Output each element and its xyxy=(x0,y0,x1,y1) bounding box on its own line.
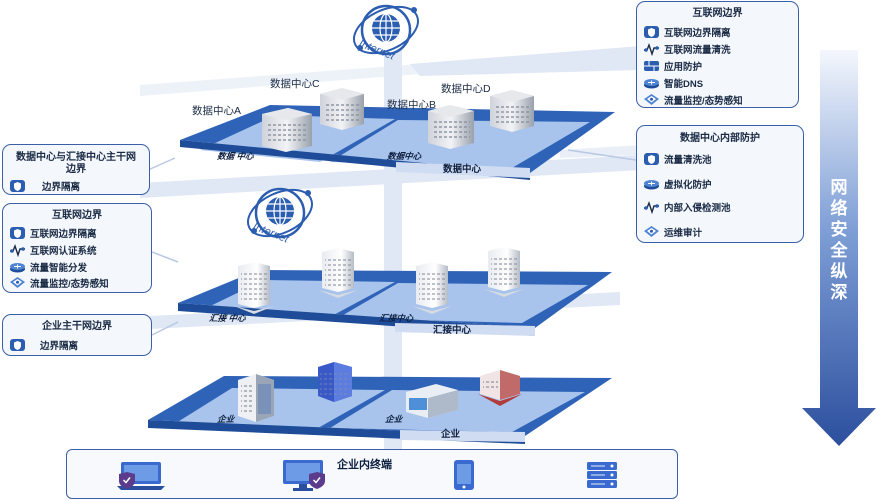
panel-item: 应用防护 xyxy=(643,58,702,74)
tablet-icon xyxy=(454,460,474,490)
panel-item: 互联网边界隔离 xyxy=(9,225,97,241)
agg-bar-label: 汇接中心 xyxy=(433,325,472,336)
shield-icon xyxy=(643,25,660,39)
router-icon xyxy=(9,260,26,274)
traffic-wave-icon xyxy=(9,243,26,257)
terminal-box-title: 企业内终端 xyxy=(337,459,392,471)
enterprise-buildings xyxy=(238,362,522,422)
monitor-icon xyxy=(9,276,26,290)
dc-d-label: 数据中心D xyxy=(441,83,491,95)
panel-title: 互联网边界 xyxy=(692,8,743,19)
enterprise-plate xyxy=(148,376,612,444)
panel-item: 流量智能分发 xyxy=(9,259,87,275)
agg-plate-left-tag: 汇接 中心 xyxy=(208,313,249,323)
panel-item: 互联网边界隔离 xyxy=(643,24,731,40)
panel-item: 流量清洗池 xyxy=(643,151,712,167)
agg-plate-right-tag: 汇接中心 xyxy=(378,313,416,323)
monitor-icon xyxy=(643,225,660,239)
panel-item: 流量监控/态势感知 xyxy=(643,92,743,108)
dc-bar-label: 数据中心 xyxy=(443,164,482,175)
panel-enterprise-backbone: 企业主干网边界 边界隔离 xyxy=(2,314,152,356)
panel-item: 边界隔离 xyxy=(9,337,78,353)
server-icon xyxy=(587,462,617,488)
panel-title: 企业主干网边界 xyxy=(42,321,112,332)
internet-globe-top-icon xyxy=(353,4,419,56)
dc-a-label: 数据中心A xyxy=(192,105,242,117)
ent-bar-label: 企业 xyxy=(441,429,461,440)
security-depth-arrow xyxy=(802,50,876,446)
shield-icon xyxy=(9,179,26,193)
aggregation-towers xyxy=(234,247,524,314)
dc-b-label: 数据中心B xyxy=(387,99,437,111)
shield-icon xyxy=(643,152,660,166)
panel-item: 流量监控/态势感知 xyxy=(9,275,109,291)
terminal-box: 企业内终端 xyxy=(66,449,678,499)
panel-item: 边界隔离 xyxy=(9,178,80,194)
panel-item: 智能DNS xyxy=(643,75,703,91)
panel-title: 数据中心内部防护 xyxy=(680,133,760,144)
panel-dc-backbone: 数据中心与汇接中心主干网边界 边界隔离 xyxy=(2,144,150,195)
shield-icon xyxy=(9,338,26,352)
datacenter-buildings xyxy=(262,88,534,152)
panel-item: 运维审计 xyxy=(643,224,702,240)
dc-plate-left-tag: 数据 中心 xyxy=(216,151,257,161)
router-icon xyxy=(643,177,660,191)
traffic-wave-icon xyxy=(643,42,660,56)
panel-internet-border-top: 互联网边界 互联网边界隔离 互联网流量清洗 应用防护 智能DNS 流量监控/态势… xyxy=(636,1,799,108)
laptop-shield-icon xyxy=(117,462,165,490)
dc-plate-right-tag: 数据中心 xyxy=(386,151,424,161)
shield-icon xyxy=(9,226,26,240)
firewall-icon xyxy=(643,59,660,73)
panel-title: 数据中心与汇接中心主干网边界 xyxy=(16,152,136,175)
panel-dc-internal: 数据中心内部防护 流量清洗池 虚拟化防护 内部入侵检测池 运维审计 xyxy=(636,125,804,243)
panel-title: 互联网边界 xyxy=(52,210,102,221)
monitor-icon xyxy=(643,93,660,107)
security-depth-label: 网 络 安 全 纵 深 xyxy=(830,178,848,302)
panel-item: 互联网流量清洗 xyxy=(643,41,731,57)
dc-c-label: 数据中心C xyxy=(270,78,320,90)
router-icon xyxy=(643,76,660,90)
panel-item: 内部入侵检测池 xyxy=(643,199,731,215)
panel-item: 虚拟化防护 xyxy=(643,176,712,192)
panel-item: 互联网认证系统 xyxy=(9,242,97,258)
panel-internet-border-mid: 互联网边界 互联网边界隔离 互联网认证系统 流量智能分发 流量监控/态势感知 xyxy=(2,203,152,293)
panel-connectors xyxy=(147,149,637,336)
traffic-wave-icon xyxy=(643,200,660,214)
desktop-shield-icon xyxy=(283,460,325,491)
internet-globe-mid-icon xyxy=(247,187,313,239)
